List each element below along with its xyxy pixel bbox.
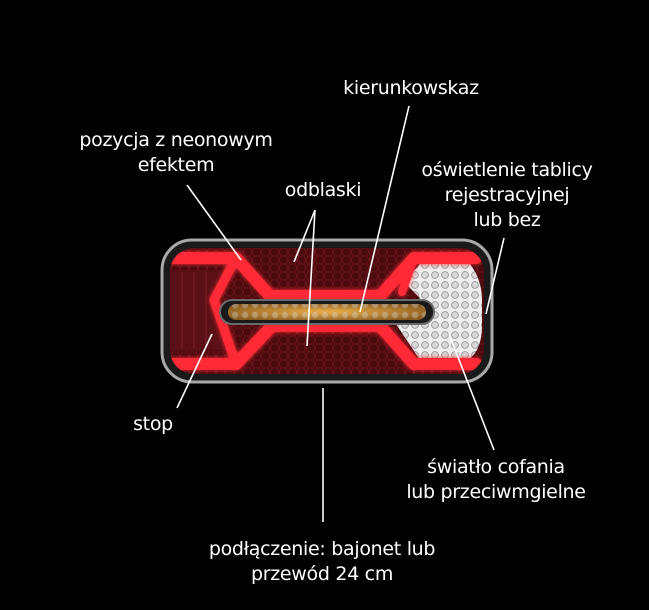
- neon-position-light: [170, 252, 482, 370]
- label-tablica: oświetlenie tablicy rejestracyjnej lub b…: [421, 159, 593, 231]
- label-podlaczenie: podłączenie: bajonet lub przewód 24 cm: [208, 538, 436, 585]
- leader-tablica: [485, 237, 505, 315]
- reverse-light-leds: [396, 264, 482, 360]
- label-pozycja: pozycja z neonowym efektem: [79, 129, 273, 176]
- label-odblaski: odblaski: [284, 179, 362, 201]
- label-stop: stop: [133, 413, 173, 435]
- leader-lines: [176, 105, 505, 522]
- stop-light-ribs: [181, 272, 207, 348]
- leader-kierunkowskaz: [359, 105, 410, 313]
- leader-stop: [176, 333, 213, 409]
- label-kierunkowskaz: kierunkowskaz: [343, 77, 479, 99]
- leader-odblaski-2: [306, 209, 316, 347]
- label-cofania: światło cofania lub przeciwmgielne: [406, 456, 586, 503]
- leader-cofania: [448, 333, 495, 451]
- leader-pozycja: [186, 184, 242, 261]
- turn-indicator-leds: [228, 304, 426, 320]
- leader-odblaski-1: [293, 209, 316, 263]
